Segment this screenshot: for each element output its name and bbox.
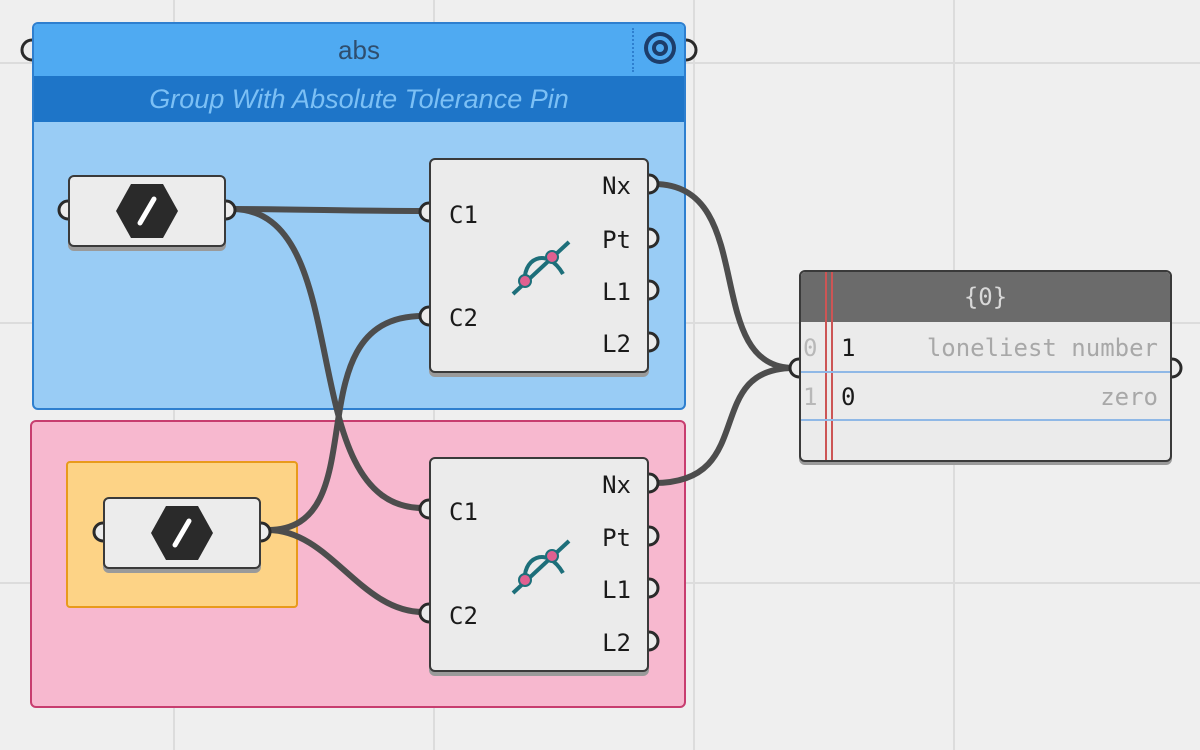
row-value: 0 <box>841 383 856 411</box>
wire-bottom-nx-to-panel <box>651 365 797 486</box>
output-label: L2 <box>602 629 631 657</box>
title-separator <box>632 28 634 72</box>
input-label: C1 <box>449 498 478 526</box>
output-label: L1 <box>602 576 631 604</box>
row-value: 1 <box>841 334 856 362</box>
row-divider <box>801 419 1170 421</box>
row-divider <box>801 371 1170 373</box>
wire-bottom-param-to-bottom-c2 <box>265 527 426 615</box>
component-bottom[interactable]: C1 C2 Nx Pt L1 L2 <box>429 457 649 672</box>
panel-header: {0} <box>801 272 1170 322</box>
output-label: Pt <box>602 524 631 552</box>
slash-hexagon-icon <box>116 184 178 238</box>
param-bottom[interactable] <box>103 497 261 569</box>
output-label: Pt <box>602 226 631 254</box>
param-top[interactable] <box>68 175 226 247</box>
wire-bottom-param-to-top-c2 <box>265 313 426 533</box>
curve-curve-intersection-icon <box>511 539 571 595</box>
row-index: 0 <box>803 334 818 362</box>
row-index: 1 <box>803 383 818 411</box>
output-label: Nx <box>602 172 631 200</box>
row-description: zero <box>1100 383 1158 411</box>
wire-top-param-to-top-c1 <box>229 206 426 214</box>
group-subtitle: Group With Absolute Tolerance Pin <box>34 76 684 122</box>
input-label: C1 <box>449 201 478 229</box>
output-label: L2 <box>602 330 631 358</box>
group-title[interactable]: abs <box>34 24 684 76</box>
output-label: L1 <box>602 278 631 306</box>
slash-hexagon-icon <box>151 506 213 560</box>
wire-top-nx-to-panel <box>651 181 797 371</box>
curve-curve-intersection-icon <box>511 240 571 296</box>
input-label: C2 <box>449 304 478 332</box>
input-label: C2 <box>449 602 478 630</box>
panel-margin-line <box>831 272 833 460</box>
panel-margin-line <box>825 272 827 460</box>
group-title-text: abs <box>338 35 380 65</box>
wire-top-param-to-bottom-c1 <box>229 206 426 511</box>
output-label: Nx <box>602 471 631 499</box>
panel[interactable]: {0} 0 1 loneliest number 1 0 zero <box>799 270 1172 462</box>
component-top[interactable]: C1 C2 Nx Pt L1 L2 <box>429 158 649 373</box>
row-description: loneliest number <box>926 334 1158 362</box>
